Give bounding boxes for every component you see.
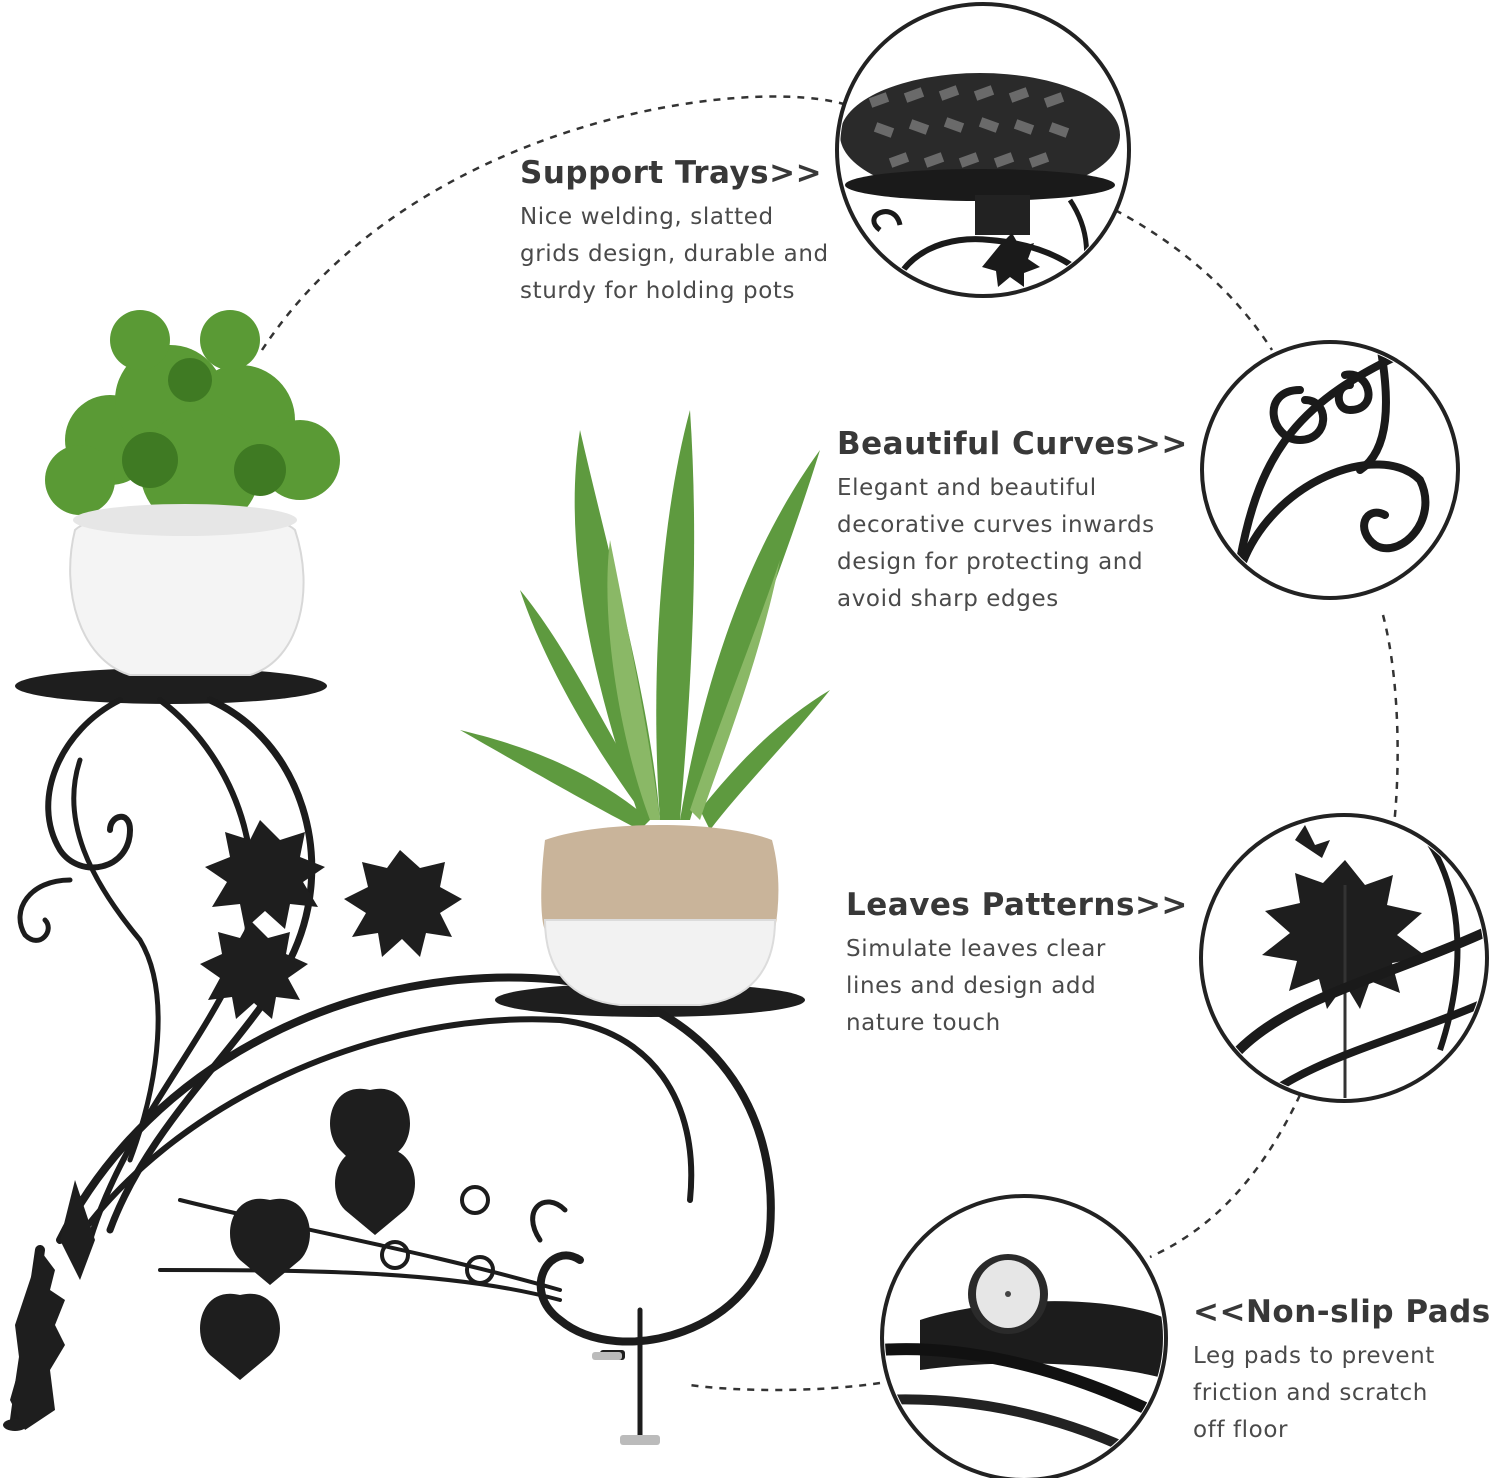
stand-leaves	[3, 820, 660, 1445]
feature-title: Leaves Patterns>>	[846, 887, 1188, 923]
feature-description-line: design for protecting and	[837, 549, 1144, 575]
feature-description-line: grids design, durable and	[520, 241, 829, 267]
feature-description-line: decorative curves inwards	[837, 512, 1155, 538]
detail-circle-support-tray	[835, 2, 1131, 298]
feature-description-line: Simulate leaves clear	[846, 936, 1106, 962]
feature-title: Support Trays>>	[520, 155, 823, 191]
white-pot-plant	[45, 310, 340, 676]
dashed-connector-arc	[1149, 1094, 1302, 1259]
feature-description-line: lines and design add	[846, 973, 1097, 999]
feature-description-line: avoid sharp edges	[837, 586, 1059, 612]
feature-description: Simulate leaves clear lines and design a…	[846, 931, 1188, 1042]
detail-circle-pads	[880, 1194, 1168, 1478]
feature-support-trays: Support Trays>> Nice welding, slatted gr…	[520, 155, 829, 310]
feature-beautiful-curves: Beautiful Curves>> Elegant and beautiful…	[837, 426, 1188, 618]
feature-description: Nice welding, slatted grids design, dura…	[520, 199, 829, 310]
feature-description-line: nature touch	[846, 1010, 1001, 1036]
feature-leaves-patterns: Leaves Patterns>> Simulate leaves clear …	[846, 887, 1188, 1042]
feature-description-line: sturdy for holding pots	[520, 278, 796, 304]
tan-pot-agave	[460, 410, 830, 1006]
feature-title: Beautiful Curves>>	[837, 426, 1188, 462]
plant-stand	[10, 668, 805, 1443]
feature-title: <<Non-slip Pads	[1193, 1294, 1491, 1330]
feature-description: Leg pads to prevent friction and scratch…	[1193, 1338, 1491, 1449]
feature-description-line: off floor	[1193, 1417, 1289, 1443]
dashed-connector-arc	[689, 1381, 881, 1392]
feature-description-line: friction and scratch	[1193, 1380, 1428, 1406]
feature-description: Elegant and beautiful decorative curves …	[837, 470, 1188, 618]
feature-description-line: Elegant and beautiful	[837, 475, 1097, 501]
dashed-connector-arc	[1381, 614, 1399, 826]
dashed-connector-arc	[1114, 208, 1274, 351]
feature-description-line: Leg pads to prevent	[1193, 1343, 1435, 1369]
detail-circle-leaves	[1199, 813, 1489, 1103]
dashed-connector-arc	[260, 95, 861, 351]
feature-non-slip-pads: <<Non-slip Pads Leg pads to prevent fric…	[1193, 1294, 1491, 1449]
detail-circle-curves	[1200, 340, 1460, 600]
feature-description-line: Nice welding, slatted	[520, 204, 774, 230]
